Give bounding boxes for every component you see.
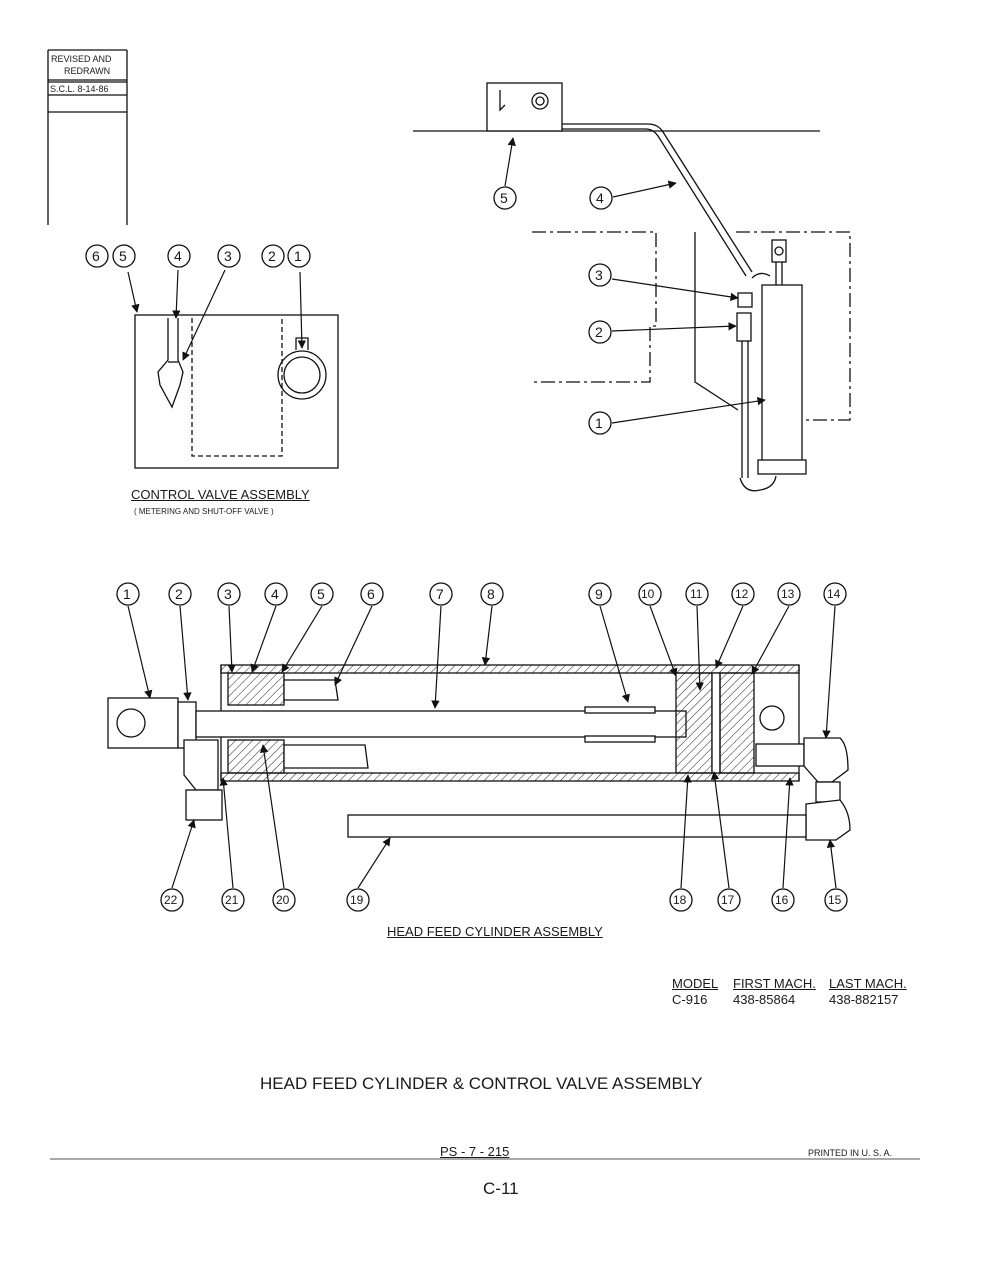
control-valve-subtitle: ( METERING AND SHUT-OFF VALVE ) xyxy=(134,507,274,516)
cv-callout-6: 6 xyxy=(92,248,100,264)
iv-callout-5: 5 xyxy=(500,190,508,206)
cyl-callout-2: 2 xyxy=(175,586,183,602)
cyl-callout-1: 1 xyxy=(123,586,131,602)
iv-callout-1: 1 xyxy=(595,415,603,431)
cv-callout-1: 1 xyxy=(294,248,302,264)
cyl-callout-3: 3 xyxy=(224,586,232,602)
iv-callout-2: 2 xyxy=(595,324,603,340)
revision-block xyxy=(47,49,128,225)
cyl-callout-10: 10 xyxy=(641,587,655,601)
cyl-callout-18: 18 xyxy=(673,893,687,907)
control-valve-leaders xyxy=(127,269,306,361)
cyl-callout-14: 14 xyxy=(827,587,841,601)
cyl-callout-8: 8 xyxy=(487,586,495,602)
main-title: HEAD FEED CYLINDER & CONTROL VALVE ASSEM… xyxy=(260,1074,703,1093)
iv-callout-3: 3 xyxy=(595,267,603,283)
page-number: C-11 xyxy=(483,1179,519,1198)
cylinder-body xyxy=(107,664,851,841)
cyl-callout-17: 17 xyxy=(721,893,735,907)
installation-callout-circles xyxy=(493,186,613,435)
cyl-callout-15: 15 xyxy=(828,893,842,907)
cyl-callout-7: 7 xyxy=(436,586,444,602)
last-mach-value: 438-882157 xyxy=(829,992,899,1007)
cyl-callout-21: 21 xyxy=(225,893,239,907)
first-mach-value: 438-85864 xyxy=(733,992,796,1007)
cylinder-title: HEAD FEED CYLINDER ASSEMBLY xyxy=(387,924,603,939)
printed-in-usa: PRINTED IN U. S. A. xyxy=(808,1148,893,1158)
installation-leaders xyxy=(504,137,766,424)
iv-callout-4: 4 xyxy=(596,190,604,206)
revision-line-3: S.C.L. 8-14-86 xyxy=(50,84,109,94)
cyl-callout-4: 4 xyxy=(271,586,279,602)
cv-callout-2: 2 xyxy=(268,248,276,264)
cyl-callout-5: 5 xyxy=(317,586,325,602)
cylinder-callout-circles xyxy=(116,582,848,912)
control-valve-title: CONTROL VALVE ASSEMBLY xyxy=(131,487,310,502)
first-mach-header: FIRST MACH. xyxy=(733,976,816,991)
model-value: C-916 xyxy=(672,992,708,1007)
cyl-callout-11: 11 xyxy=(690,587,703,601)
control-valve-callout-circles xyxy=(85,244,311,268)
cyl-callout-20: 20 xyxy=(276,893,290,907)
cv-callout-4: 4 xyxy=(174,248,182,264)
revision-line-2: REDRAWN xyxy=(64,66,111,76)
cyl-callout-19: 19 xyxy=(350,893,364,907)
last-mach-header: LAST MACH. xyxy=(829,976,907,991)
model-header: MODEL xyxy=(672,976,719,991)
installation-drawing xyxy=(413,82,851,492)
cv-callout-3: 3 xyxy=(224,248,232,264)
cylinder-leaders xyxy=(127,605,837,889)
cyl-callout-12: 12 xyxy=(735,587,749,601)
cyl-callout-16: 16 xyxy=(775,893,789,907)
revision-line-1: REVISED AND xyxy=(51,54,112,64)
part-number: PS - 7 - 215 xyxy=(440,1144,510,1159)
cyl-callout-13: 13 xyxy=(781,587,795,601)
control-valve-drawing xyxy=(134,314,339,469)
cv-callout-5: 5 xyxy=(119,248,127,264)
cyl-callout-22: 22 xyxy=(164,893,178,907)
cyl-callout-9: 9 xyxy=(595,586,603,602)
cyl-callout-6: 6 xyxy=(367,586,375,602)
